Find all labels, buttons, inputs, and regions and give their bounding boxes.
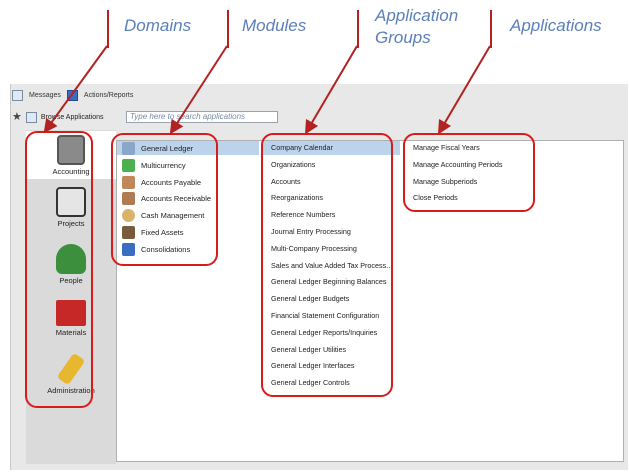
application-item[interactable]: Manage Accounting Periods [413, 159, 503, 169]
groups-highlight [261, 133, 393, 397]
application-group-item[interactable]: Multi-Company Processing [271, 243, 357, 253]
application-group-item[interactable]: Reference Numbers [271, 210, 336, 220]
browse-row: ★ Browse Applications [12, 110, 104, 124]
module-label: Accounts Receivable [141, 193, 212, 203]
callout-groups-line1: Application [375, 6, 459, 25]
callout-groups-line2: Groups [375, 28, 431, 47]
application-item[interactable]: Close Periods [413, 193, 458, 203]
module-consolidations[interactable]: Consolidations [122, 241, 190, 257]
domain-label: Administration [47, 386, 95, 395]
module-label: Accounts Payable [141, 177, 202, 187]
module-selection-highlight [117, 141, 259, 155]
arrow-domains [43, 45, 108, 134]
messages-icon[interactable] [12, 89, 23, 101]
callout-divider [107, 10, 109, 48]
callout-divider [357, 10, 359, 48]
callout-divider [490, 10, 492, 48]
callout-modules: Modules [242, 16, 307, 35]
arrow-applications [437, 45, 491, 135]
actions-reports-link[interactable]: Actions/Reports [83, 91, 134, 99]
arrow-modules [169, 45, 228, 135]
main-panel [116, 140, 624, 462]
application-group-item[interactable]: Financial Statement Configuration [271, 311, 380, 320]
application-group-item[interactable]: Journal Entry Processing [271, 227, 351, 236]
browse-icon[interactable] [25, 111, 37, 123]
domains-column [26, 130, 116, 464]
application-group-item[interactable]: Company Calendar [271, 143, 333, 152]
callout-domains: Domains [124, 16, 192, 35]
application-group-item[interactable]: General Ledger Beginning Balances [271, 277, 387, 287]
messages-link[interactable]: Messages [29, 91, 61, 99]
modules-highlight [111, 133, 218, 266]
fixed-assets-icon [122, 225, 135, 239]
application-group-item[interactable]: Accounts [271, 176, 301, 186]
domain-administration[interactable]: Administration [26, 352, 116, 400]
module-multicurrency[interactable]: Multicurrency [122, 157, 186, 173]
callout-applications: Applications [510, 16, 602, 35]
application-group-item[interactable]: Sales and Value Added Tax Process... [271, 260, 393, 270]
accounting-icon [57, 135, 85, 165]
module-label: Cash Management [141, 210, 205, 220]
application-group-item[interactable]: General Ledger Utilities [271, 344, 347, 354]
multicurrency-icon [122, 158, 135, 172]
application-item[interactable]: Manage Subperiods [413, 176, 478, 186]
general-ledger-icon [122, 141, 135, 155]
domain-projects[interactable]: Projects [26, 187, 116, 233]
domain-label: Materials [55, 328, 87, 337]
domain-label: Accounting [52, 167, 90, 176]
module-fixed-assets[interactable]: Fixed Assets [122, 224, 184, 240]
module-label: General Ledger [141, 143, 194, 153]
favorites-star-icon[interactable]: ★ [12, 110, 22, 123]
application-group-item[interactable]: General Ledger Controls [271, 378, 350, 388]
module-accounts-payable[interactable]: Accounts Payable [122, 174, 201, 190]
application-group-item[interactable]: General Ledger Interfaces [271, 361, 355, 371]
module-label: Multicurrency [141, 160, 186, 170]
domain-accounting[interactable]: Accounting [26, 131, 116, 179]
projects-icon [56, 187, 86, 217]
applications-highlight [403, 133, 535, 212]
arrow-groups [304, 45, 358, 135]
people-icon [56, 244, 86, 274]
application-group-item[interactable]: General Ledger Reports/Inquiries [271, 327, 378, 337]
application-group-item[interactable]: Reorganizations [271, 193, 323, 203]
domains-highlight [25, 131, 93, 408]
consolidations-icon [122, 242, 135, 256]
module-label: Consolidations [141, 244, 191, 254]
domain-people[interactable]: People [26, 244, 116, 290]
browse-applications-button[interactable]: Browse Applications [40, 113, 104, 121]
module-cash-management[interactable]: Cash Management [122, 207, 204, 223]
domain-materials[interactable]: Materials [26, 300, 116, 346]
group-selection-highlight [262, 141, 400, 155]
callout-divider [227, 10, 229, 48]
module-general-ledger[interactable]: General Ledger [122, 140, 193, 156]
application-item[interactable]: Manage Fiscal Years [413, 143, 480, 152]
cash-management-icon [122, 208, 135, 222]
module-accounts-receivable[interactable]: Accounts Receivable [122, 190, 211, 206]
application-group-item[interactable]: Organizations [271, 159, 316, 169]
domain-label: People [59, 276, 83, 285]
application-group-item[interactable]: General Ledger Budgets [271, 294, 350, 304]
search-input[interactable]: Type here to search applications [126, 111, 278, 123]
module-label: Fixed Assets [141, 227, 184, 237]
accounts-payable-icon [122, 175, 135, 189]
domain-label: Projects [57, 219, 85, 228]
accounts-receivable-icon [122, 191, 135, 205]
materials-icon [56, 300, 86, 326]
